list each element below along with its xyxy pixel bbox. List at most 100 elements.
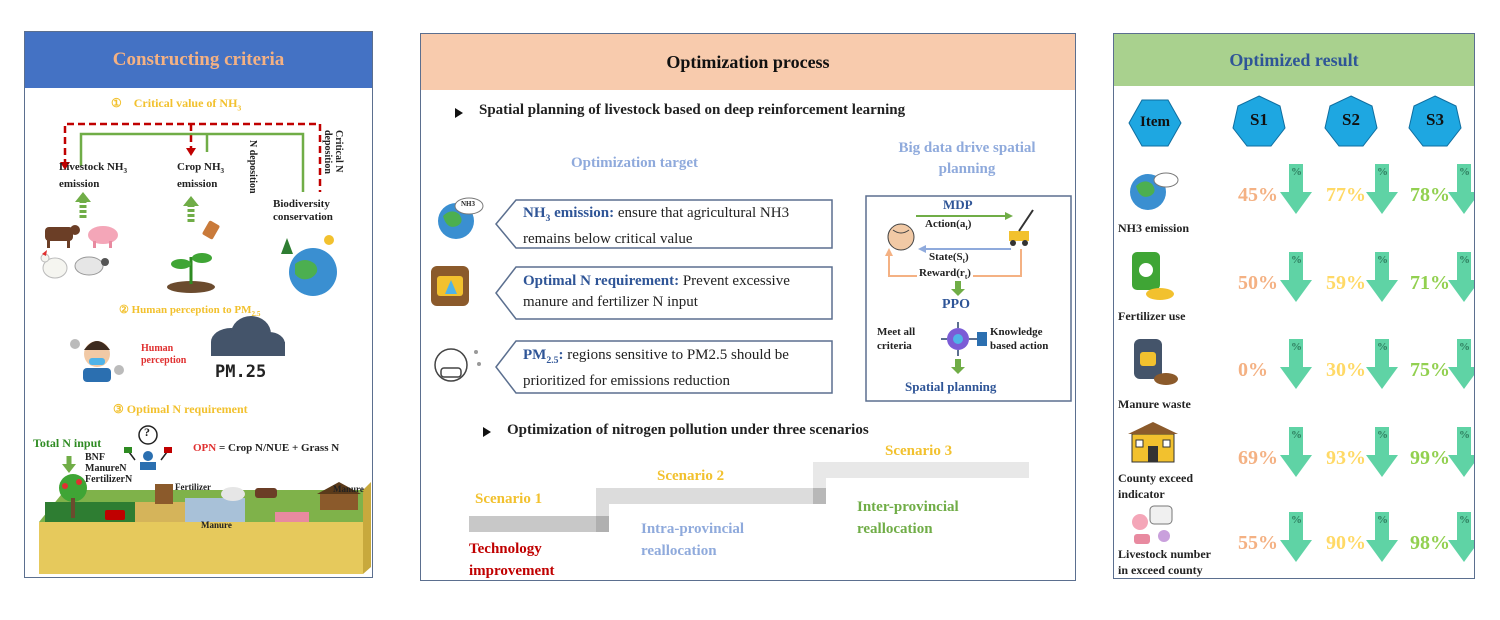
mdp-to-ppo-arrow — [955, 281, 961, 289]
masked-person-icon — [70, 339, 124, 382]
stair-step-3 — [813, 462, 1029, 488]
meet-criteria-label: Meet all criteria — [877, 326, 916, 352]
result-value-s3: 99% — [1410, 447, 1450, 469]
target-box-3 — [495, 340, 833, 394]
mdp-label: MDP — [943, 197, 973, 212]
plant-icon — [167, 220, 220, 293]
target-box-2-text: Optimal N requirement: Prevent excessive… — [523, 273, 790, 310]
decrease-arrow-icon — [1448, 339, 1474, 389]
red-arrow-crop — [186, 148, 196, 156]
pm25-cloud-icon — [211, 316, 285, 356]
sheep-icon — [74, 256, 109, 276]
masked-face-icon — [434, 348, 481, 382]
crop-nh3-label: Crop NH3 emission — [177, 161, 225, 191]
arrow-percent-sign: % — [1291, 166, 1302, 178]
fertilizer-label: Fertilizer — [175, 482, 211, 492]
row-icon-manure — [1134, 339, 1178, 385]
thinking-person-icon — [124, 425, 172, 470]
reward-arrowhead — [885, 248, 893, 256]
manure-label-2: Manure — [333, 484, 364, 494]
crane-icon — [1009, 209, 1034, 246]
s3-heptagon — [1408, 95, 1462, 147]
panel-header-left: Constructing criteria — [25, 32, 372, 88]
decrease-arrow-icon — [1280, 164, 1312, 214]
decrease-arrow-icon — [1448, 164, 1474, 214]
decrease-arrow-icon — [1280, 512, 1312, 562]
stair-step-2 — [596, 488, 813, 516]
cow-icon — [45, 225, 80, 248]
arrow-percent-sign: % — [1291, 429, 1302, 441]
row-label: Manure waste — [1118, 397, 1191, 411]
arrow-percent-sign: % — [1291, 254, 1302, 266]
result-value-s3: 71% — [1410, 272, 1450, 294]
result-value-s2: 90% — [1326, 532, 1366, 554]
target-box-2 — [495, 266, 833, 320]
criterion-3-label: ③ Optimal N requirement — [113, 402, 248, 416]
scenario-1-label: Scenario 1 — [475, 491, 543, 507]
result-value-s3: 98% — [1410, 532, 1450, 554]
heading-three-scenarios: Optimization of nitrogen pollution under… — [507, 422, 869, 438]
spatial-planning-label: Spatial planning — [905, 379, 997, 394]
state-arrowhead — [918, 245, 926, 253]
result-value-s1: 0% — [1238, 359, 1268, 381]
decrease-arrows — [1280, 164, 1474, 562]
inter-provincial-label: Inter-provincial reallocation — [857, 499, 959, 537]
arrow-percent-sign: % — [1459, 254, 1470, 266]
item-header: Item — [1140, 114, 1170, 130]
target-box-3-text: PM2.5: regions sensitive to PM2.5 should… — [523, 347, 789, 389]
result-value-s1: 50% — [1238, 272, 1278, 294]
farm-landscape — [39, 474, 371, 574]
criterion-1-label: ① Critical value of NH3 — [111, 96, 242, 113]
panel-header-right: Optimized result — [1114, 34, 1474, 86]
livestock-nh3-label: Livestock NH3 emission — [59, 161, 128, 191]
human-perception-label: Human perception — [141, 343, 187, 366]
action-label: Action(at) — [925, 218, 972, 233]
right-diagram — [1128, 95, 1474, 562]
ppo-to-spatial-arrowhead — [951, 367, 965, 374]
result-value-s2: 77% — [1326, 184, 1366, 206]
total-n-down-arrowhead — [62, 464, 76, 473]
target-box-1 — [495, 199, 833, 249]
chicken-icon — [40, 250, 68, 279]
s1-heptagon — [1232, 95, 1286, 147]
decrease-arrow-icon — [1280, 252, 1312, 302]
question-mark: ? — [144, 425, 150, 439]
arrow-percent-sign: % — [1459, 166, 1470, 178]
result-value-s1: 55% — [1238, 532, 1278, 554]
agent-head-icon — [887, 223, 915, 251]
panel-optimized-result: Optimized result — [1113, 33, 1475, 579]
s1-header: S1 — [1250, 110, 1268, 129]
arrow-percent-sign: % — [1377, 166, 1388, 178]
middle-diagram — [431, 108, 1072, 532]
decrease-arrow-icon — [1366, 164, 1398, 214]
panel-header-middle: Optimization process — [421, 34, 1075, 90]
target-box-1-text: NH3 emission: ensure that agricultural N… — [523, 205, 790, 247]
pm25-label: PM.25 — [215, 362, 267, 382]
optimization-target-label: Optimization target — [571, 155, 699, 171]
s2-heptagon — [1324, 95, 1378, 147]
result-value-s2: 93% — [1326, 447, 1366, 469]
arrow-percent-sign: % — [1377, 514, 1388, 526]
green-connector — [79, 132, 305, 192]
row-icon-livestock — [1132, 505, 1173, 544]
s2-header: S2 — [1342, 110, 1360, 129]
decrease-arrow-icon — [1366, 252, 1398, 302]
decrease-arrow-icon — [1366, 427, 1398, 477]
item-hexagon — [1128, 99, 1182, 147]
arrow-percent-sign: % — [1377, 429, 1388, 441]
ppo-label: PPO — [942, 297, 970, 312]
livestock-up-arrowhead — [75, 192, 91, 202]
n-sources-label: BNF ManureN FertilizerN — [85, 452, 133, 485]
decrease-arrow-icon — [1366, 512, 1398, 562]
technology-improvement-label: Technology improvement — [469, 541, 555, 579]
decrease-arrow-icon — [1448, 252, 1474, 302]
result-value-s3: 75% — [1410, 359, 1450, 381]
manure-label-1: Manure — [201, 520, 232, 530]
panel-optimization-process: Optimization process — [420, 33, 1076, 581]
red-dashed-connector — [63, 122, 322, 192]
decrease-arrow-icon — [1448, 427, 1474, 477]
scenario-2-label: Scenario 2 — [657, 468, 725, 484]
red-arrow-left — [60, 162, 70, 170]
result-value-s1: 45% — [1238, 184, 1278, 206]
arrow-percent-sign: % — [1291, 341, 1302, 353]
